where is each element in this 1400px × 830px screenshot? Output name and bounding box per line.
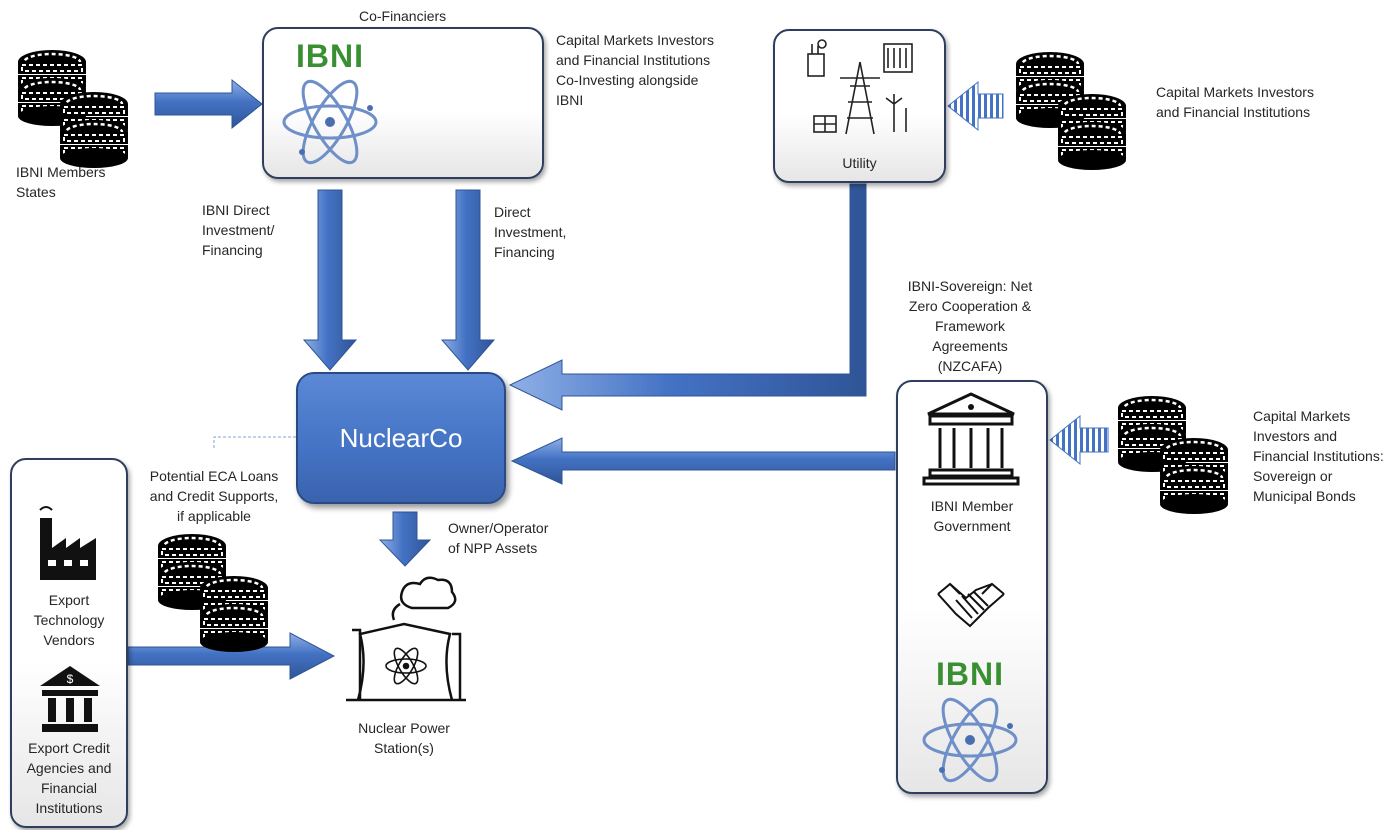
atom-icon xyxy=(282,72,378,172)
coin-stack-icon xyxy=(1118,396,1228,514)
cap-markets-coinvest-label: Capital Markets Investors and Financial … xyxy=(556,32,714,108)
government-building-icon xyxy=(922,392,1020,486)
arrow-government-to-nuclearco xyxy=(510,437,896,485)
eca-loans-label: Potential ECA Loans and Credit Supports,… xyxy=(149,468,279,524)
utility-label: Utility xyxy=(842,155,877,171)
striped-arrow-to-government xyxy=(1049,414,1109,466)
co-financiers-label: Co-Financiers xyxy=(359,8,447,24)
ibni-direct-label: IBNI Direct Investment/ Financing xyxy=(202,202,275,258)
arrow-members-to-cofinanciers xyxy=(154,78,263,130)
owner-operator-label: Owner/Operator of NPP Assets xyxy=(448,520,549,556)
utility-box xyxy=(773,29,946,183)
atom-icon xyxy=(922,690,1018,790)
export-box xyxy=(10,458,128,828)
svg-text:$: $ xyxy=(67,672,74,686)
handshake-icon xyxy=(937,582,1005,628)
nuclearco-label: NuclearCo xyxy=(339,422,463,453)
striped-arrow-to-utility xyxy=(947,80,1004,132)
ibni-logo-text: IBNI xyxy=(296,38,364,74)
ibni-members-states-label: IBNI Members States xyxy=(16,164,106,200)
nuclear-plant-icon xyxy=(346,576,466,702)
bank-dollar-icon: $ xyxy=(40,666,100,732)
cap-markets-bonds-label: Capital Markets Investors and Financial … xyxy=(1253,408,1384,504)
arrow-export-to-plant xyxy=(127,632,336,680)
power-grid-icon xyxy=(807,39,913,135)
coin-stack-icon xyxy=(1016,52,1126,170)
export-credit-agencies-label: Export Credit Agencies and Financial Ins… xyxy=(26,740,112,816)
arrow-direct-investment-down xyxy=(440,189,496,371)
cap-markets-utility-label: Capital Markets Investors and Financial … xyxy=(1156,84,1314,120)
nuclearco-box: NuclearCo xyxy=(296,372,506,504)
factory-icon xyxy=(39,506,96,580)
ibni-member-government-label: IBNI Member Government xyxy=(930,498,1014,534)
cofinanciers-box xyxy=(262,27,544,179)
ibni-logo-text: IBNI xyxy=(936,656,1004,692)
dashed-connector xyxy=(213,436,296,450)
export-tech-vendors-label: Export Technology Vendors xyxy=(33,592,105,648)
arrow-utility-to-nuclearco xyxy=(508,183,867,411)
arrow-nuclearco-to-plant xyxy=(378,511,432,567)
coin-stack-icon xyxy=(158,534,268,652)
arrow-ibni-direct-down xyxy=(302,189,358,371)
nzcafa-label: IBNI-Sovereign: Net Zero Cooperation & F… xyxy=(907,278,1033,374)
nuclear-power-station-label: Nuclear Power Station(s) xyxy=(358,720,450,756)
direct-investment-label: Direct Investment, Financing xyxy=(494,204,567,260)
coin-stack-icon xyxy=(18,50,128,168)
